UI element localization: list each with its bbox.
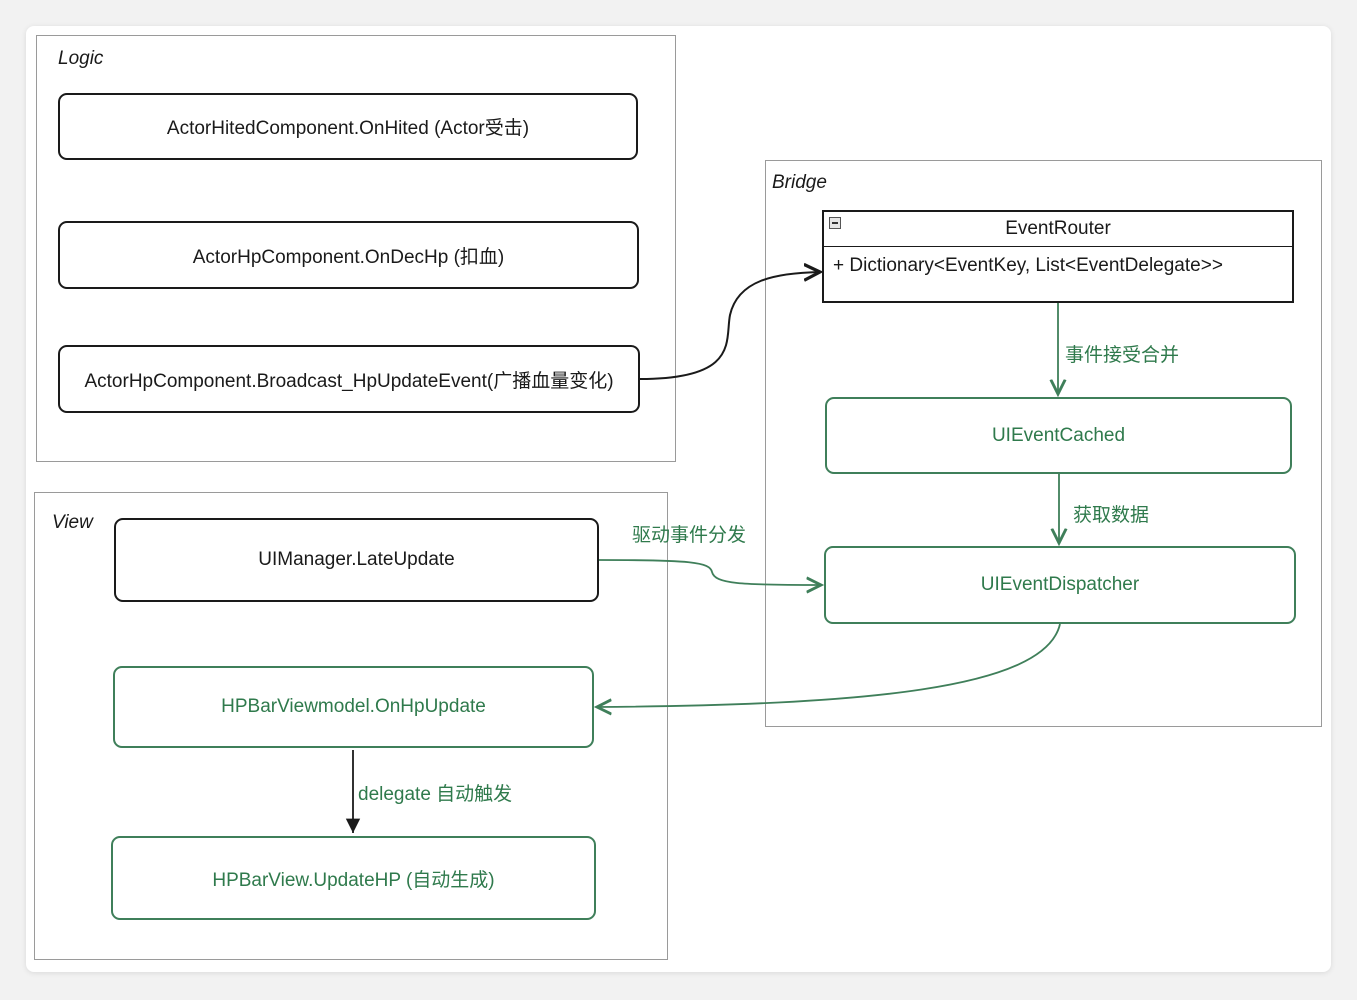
- logic-group: [36, 35, 676, 462]
- actor-hp-dec-node[interactable]: ActorHpComponent.OnDecHp (扣血): [58, 221, 639, 289]
- label-manager-to-dispatcher: 驱动事件分发: [632, 525, 747, 546]
- event-router-member: + Dictionary<EventKey, List<EventDelegat…: [833, 255, 1223, 276]
- label-cached-to-dispatcher: 获取数据: [1073, 505, 1150, 526]
- edge-broadcast-to-router: [639, 272, 820, 380]
- hpbar-view-node[interactable]: HPBarView.UpdateHP (自动生成): [111, 836, 596, 920]
- event-router-header: EventRouter: [824, 212, 1292, 247]
- edge-dispatcher-to-viewmodel: [597, 623, 1061, 707]
- actor-hited-node[interactable]: ActorHitedComponent.OnHited (Actor受击): [58, 93, 638, 160]
- actor-hp-broadcast-node[interactable]: ActorHpComponent.Broadcast_HpUpdateEvent…: [58, 345, 640, 413]
- bridge-group-label: Bridge: [772, 172, 827, 193]
- event-router-name: EventRouter: [1005, 218, 1111, 239]
- ui-manager-node[interactable]: UIManager.LateUpdate: [114, 518, 599, 602]
- collapse-icon[interactable]: [829, 217, 841, 229]
- view-group-label: View: [52, 512, 93, 533]
- diagram-canvas: [26, 26, 1331, 972]
- bridge-group: [765, 160, 1322, 727]
- label-viewmodel-to-view: delegate 自动触发: [358, 784, 513, 805]
- hpbar-viewmodel-node[interactable]: HPBarViewmodel.OnHpUpdate: [113, 666, 594, 748]
- label-router-to-cached: 事件接受合并: [1065, 345, 1180, 366]
- ui-event-dispatcher-node[interactable]: UIEventDispatcher: [824, 546, 1296, 624]
- logic-group-label: Logic: [58, 48, 104, 69]
- view-group: [34, 492, 668, 960]
- event-router-class[interactable]: EventRouter + Dictionary<EventKey, List<…: [822, 210, 1294, 303]
- edge-manager-to-dispatcher: [598, 559, 821, 585]
- ui-event-cached-node[interactable]: UIEventCached: [825, 397, 1292, 474]
